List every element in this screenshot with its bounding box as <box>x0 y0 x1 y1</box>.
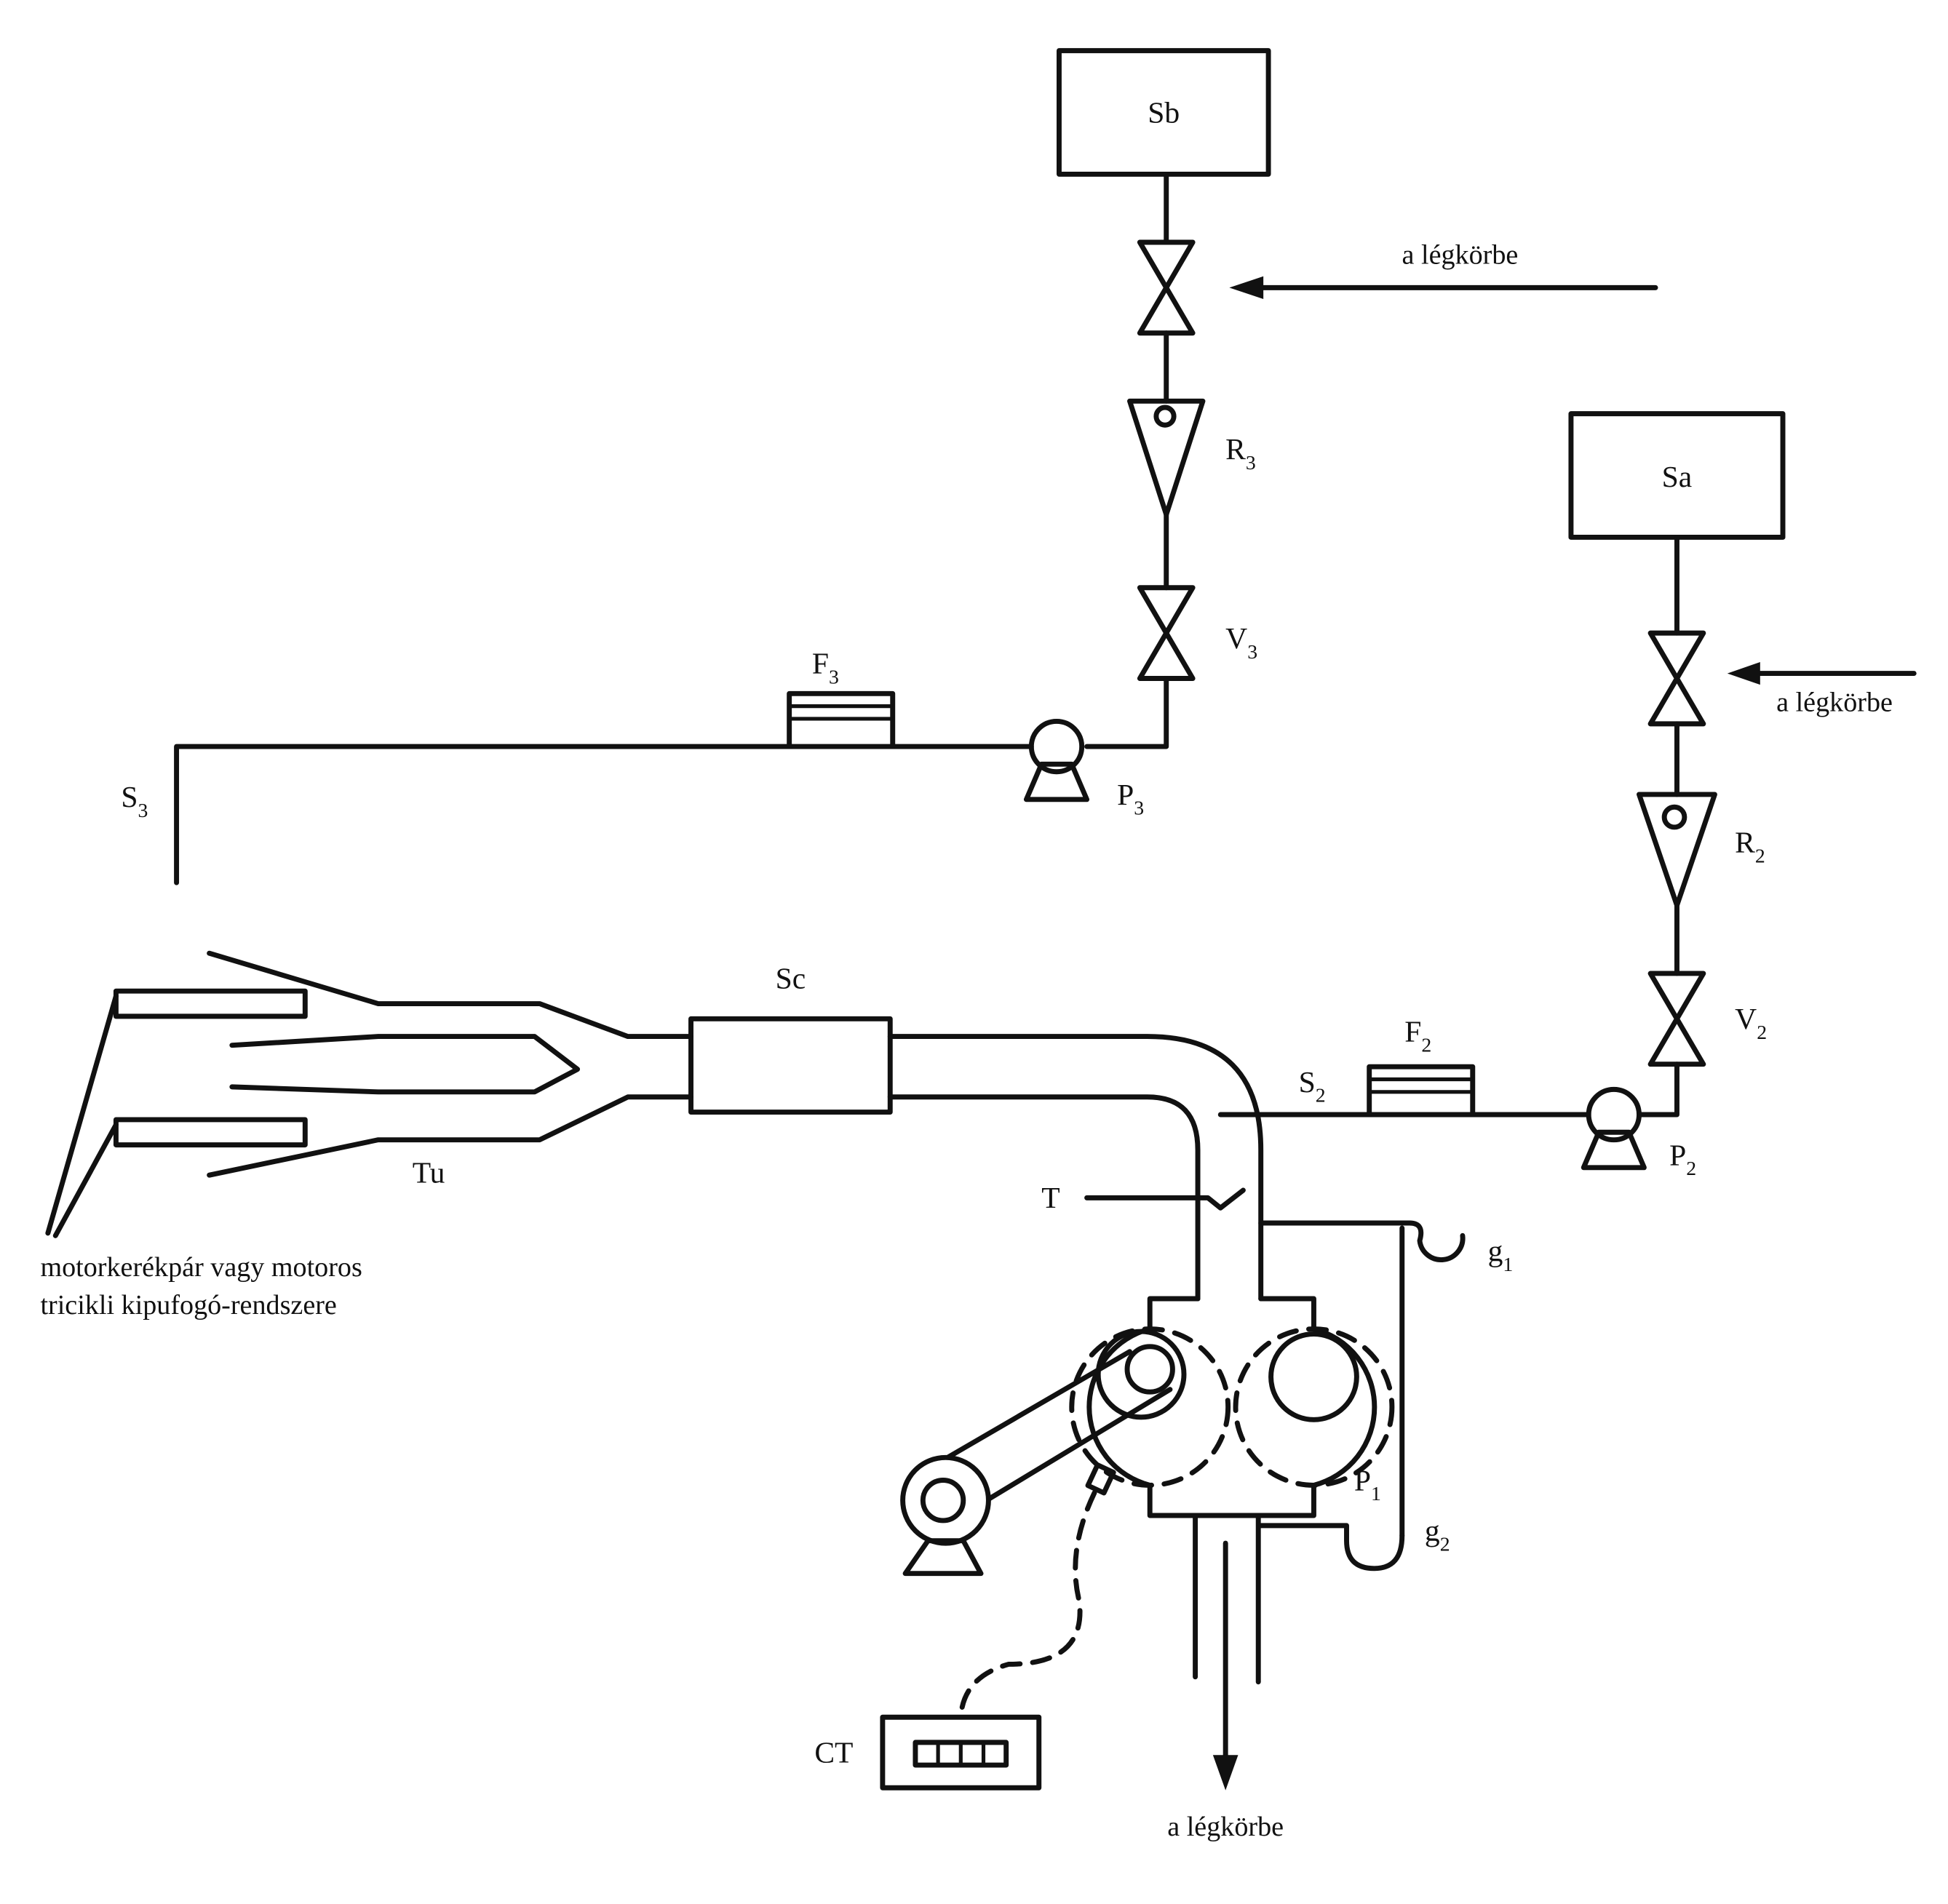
bag-sa-branch: Sa R2 V2 a légkörbe <box>1568 411 1917 1118</box>
valve-v2-icon <box>1647 971 1706 1067</box>
vent-label-top: a légkörbe <box>1402 239 1519 270</box>
label-sb: Sb <box>1148 95 1180 129</box>
label-ct: CT <box>814 1736 853 1769</box>
label-g1: g1 <box>1488 1234 1514 1275</box>
outlet-to-atmosphere: a légkörbe <box>1167 1513 1284 1842</box>
pump-p1-icon: P1 <box>900 1296 1395 1577</box>
pump-p2-icon <box>1581 1086 1647 1171</box>
label-t: T <box>1041 1181 1060 1214</box>
exhaust-label-line1: motorkerékpár vagy motoros <box>40 1252 362 1283</box>
label-tu: Tu <box>413 1156 445 1190</box>
label-p2: P2 <box>1669 1138 1696 1179</box>
valve-icon <box>1137 239 1196 336</box>
pump-p3-icon <box>1023 718 1090 802</box>
filter-f3-icon <box>787 690 896 749</box>
exhaust-label-line2: tricikli kipufogó-rendszere <box>40 1290 336 1321</box>
revolution-counter-ct: CT <box>814 1462 1116 1791</box>
label-r3: R3 <box>1225 432 1256 474</box>
pressure-gauge-g1: g1 g2 <box>1258 1220 1514 1572</box>
flowmeter-r3-icon <box>1127 398 1206 517</box>
label-s2: S2 <box>1299 1065 1326 1107</box>
label-f3: F3 <box>812 647 839 688</box>
valve-v3-icon <box>1137 585 1196 681</box>
filter-f2-icon <box>1367 1064 1476 1118</box>
label-v2: V2 <box>1735 1002 1767 1043</box>
label-v3: V3 <box>1225 621 1257 663</box>
exhaust-connection: Sc Tu motorkerékpár vagy motoros tricikl… <box>40 950 1264 1321</box>
arrow-left-icon <box>1229 276 1264 299</box>
label-sc: Sc <box>776 962 806 995</box>
temperature-sensor-t: T <box>1041 1181 1246 1214</box>
label-sa: Sa <box>1662 460 1693 493</box>
label-p1: P1 <box>1354 1463 1381 1505</box>
bag-sb-branch: Sb R3 V3 a légkörbe <box>1056 48 1658 749</box>
label-s3: S3 <box>121 780 148 821</box>
flowmeter-r2-icon <box>1637 792 1717 908</box>
label-p3: P3 <box>1117 778 1144 819</box>
label-r2: R2 <box>1735 826 1765 867</box>
arrow-left-icon <box>1727 661 1760 685</box>
vent-label-bottom: a légkörbe <box>1167 1812 1284 1842</box>
label-f2: F2 <box>1404 1015 1431 1056</box>
vent-label-right: a légkörbe <box>1776 688 1893 718</box>
valve-icon <box>1647 630 1706 727</box>
label-g2: g2 <box>1425 1514 1450 1556</box>
arrow-down-icon <box>1212 1755 1239 1791</box>
